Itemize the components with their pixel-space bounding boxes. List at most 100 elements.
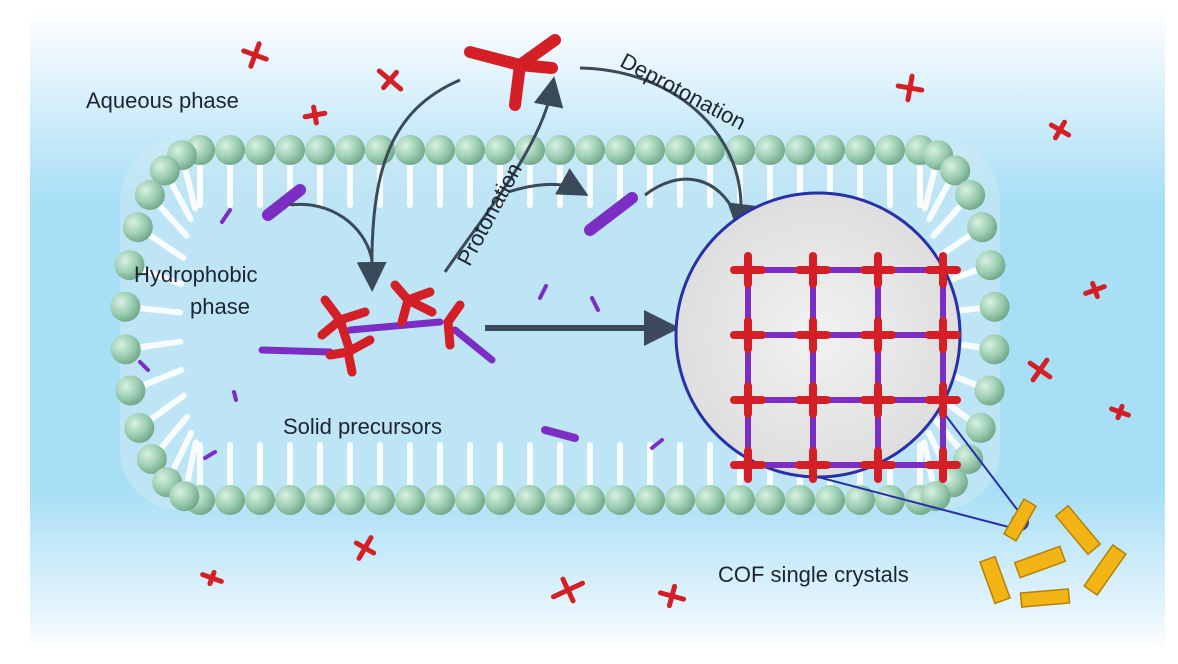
lipid-head-bead xyxy=(215,135,245,165)
lipid-head-bead xyxy=(965,412,996,443)
lipid-head-bead xyxy=(940,155,971,186)
lipid-head-bead xyxy=(515,135,545,165)
protonated-tetrahedral-monomer xyxy=(464,34,561,111)
lipid-head-bead xyxy=(979,291,1010,322)
solid-precursor-cluster xyxy=(258,280,496,377)
lipid-head-bead xyxy=(149,155,180,186)
purple-rod-linker-icon xyxy=(541,426,579,442)
lipid-head-bead xyxy=(974,375,1005,406)
red-tetrahedral-linker-icon xyxy=(1083,280,1107,300)
aqueous-linkers xyxy=(200,41,1131,609)
lipid-head-bead xyxy=(122,212,153,243)
lipid-head-bead xyxy=(455,485,485,515)
lipid-head-bead xyxy=(575,135,605,165)
red-tetrahedral-linker-icon xyxy=(241,41,269,69)
lipid-head-bead xyxy=(920,481,951,512)
yellow-rod-crystal-icon xyxy=(978,555,1012,605)
lipid-head-bead xyxy=(575,485,605,515)
lipid-head-bead xyxy=(815,135,845,165)
purple-rod-linker-icon xyxy=(220,208,232,224)
purple-rod-linker-icon xyxy=(138,360,150,372)
red-tetrahedral-linker-icon xyxy=(376,68,404,92)
lipid-head-bead xyxy=(395,135,425,165)
lipid-head-bead xyxy=(755,485,785,515)
lipid-head-bead xyxy=(365,485,395,515)
lipid-head-bead xyxy=(275,135,305,165)
cof-magnifier xyxy=(674,191,1029,531)
lipid-head-bead xyxy=(275,485,305,515)
red-tetrahedral-linker-icon xyxy=(550,576,586,604)
red-tetrahedral-linker-icon xyxy=(1109,403,1131,421)
lipid-head-bead xyxy=(110,334,141,365)
lipid-head-bead xyxy=(425,135,455,165)
lipid-head-bead xyxy=(605,135,635,165)
yellow-rod-crystal-icon xyxy=(1013,545,1067,579)
lipid-head-bead xyxy=(785,135,815,165)
red-tetrahedral-linker-icon xyxy=(302,104,328,126)
lipid-head-bead xyxy=(425,485,455,515)
deprotonation-arrow xyxy=(579,66,758,234)
lipid-head-bead xyxy=(875,135,905,165)
lipid-head-bead xyxy=(635,485,665,515)
yellow-rod-crystal-icon xyxy=(1054,504,1102,556)
curved-arrow-from-rod xyxy=(289,202,374,261)
lipid-head-bead xyxy=(695,485,725,515)
red-tetrahedral-linker-icon xyxy=(200,569,224,587)
lipid-head-bead xyxy=(110,291,141,322)
reaction-arrows xyxy=(289,66,758,346)
hydrophobic-phase-label-line1: Hydrophobic xyxy=(134,262,258,287)
lipid-head-bead xyxy=(485,485,515,515)
lipid-head-bead xyxy=(953,444,984,475)
lipid-head-bead xyxy=(545,135,575,165)
lipid-head-bead xyxy=(665,135,695,165)
purple-rod-linker-icon xyxy=(584,192,638,236)
lipid-head-bead xyxy=(955,179,986,210)
lipid-head-bead xyxy=(975,250,1006,281)
lipid-heads xyxy=(110,135,1010,515)
lipid-head-bead xyxy=(815,485,845,515)
red-tetrahedral-linker-icon xyxy=(353,535,377,561)
lipid-head-bead xyxy=(695,135,725,165)
lipid-head-bead xyxy=(725,135,755,165)
linear-linkers xyxy=(138,184,664,460)
lipid-head-bead xyxy=(169,481,200,512)
yellow-rod-crystal-icon xyxy=(1002,498,1038,542)
lipid-head-bead xyxy=(979,334,1010,365)
red-tetrahedral-linker-icon xyxy=(1027,357,1053,383)
lipid-head-bead xyxy=(485,135,515,165)
lipid-head-bead xyxy=(245,485,275,515)
lipid-head-bead xyxy=(136,444,167,475)
red-tetrahedral-linker-icon xyxy=(1048,119,1072,141)
lipid-head-bead xyxy=(305,135,335,165)
lipid-head-bead xyxy=(725,485,755,515)
hydrophobic-phase-label-line2: phase xyxy=(190,294,250,319)
rod-to-cof-arrow xyxy=(644,177,740,221)
small-arrow-to-rod xyxy=(507,168,589,196)
cof-crystals xyxy=(978,498,1127,608)
lipid-head-bead xyxy=(755,135,785,165)
lipid-head-bead xyxy=(545,485,575,515)
purple-rod-linker-icon xyxy=(538,284,548,300)
lipid-head-bead xyxy=(967,212,998,243)
purple-rod-linker-icon xyxy=(650,438,664,450)
lipid-head-bead xyxy=(335,135,365,165)
lipid-head-bead xyxy=(455,135,485,165)
red-tetrahedral-linker-icon xyxy=(895,73,925,103)
lipid-head-bead xyxy=(635,135,665,165)
purple-rod-linker-icon xyxy=(590,296,600,312)
lipid-head-bead xyxy=(115,375,146,406)
curved-arrow-down xyxy=(356,78,461,292)
lipid-head-bead xyxy=(605,485,635,515)
lipid-head-bead xyxy=(785,485,815,515)
lipid-head-bead xyxy=(845,485,875,515)
solid-precursors-label: Solid precursors xyxy=(283,414,442,439)
square-grid-lattice-icon xyxy=(730,252,961,483)
lipid-head-bead xyxy=(665,485,695,515)
aqueous-phase-label: Aqueous phase xyxy=(86,88,239,113)
lipid-head-bead xyxy=(245,135,275,165)
yellow-rod-crystal-icon xyxy=(1019,588,1071,608)
yellow-rod-crystal-icon xyxy=(1083,543,1127,597)
red-tetrahedral-linker-icon xyxy=(657,583,687,609)
lipid-head-bead xyxy=(335,485,365,515)
